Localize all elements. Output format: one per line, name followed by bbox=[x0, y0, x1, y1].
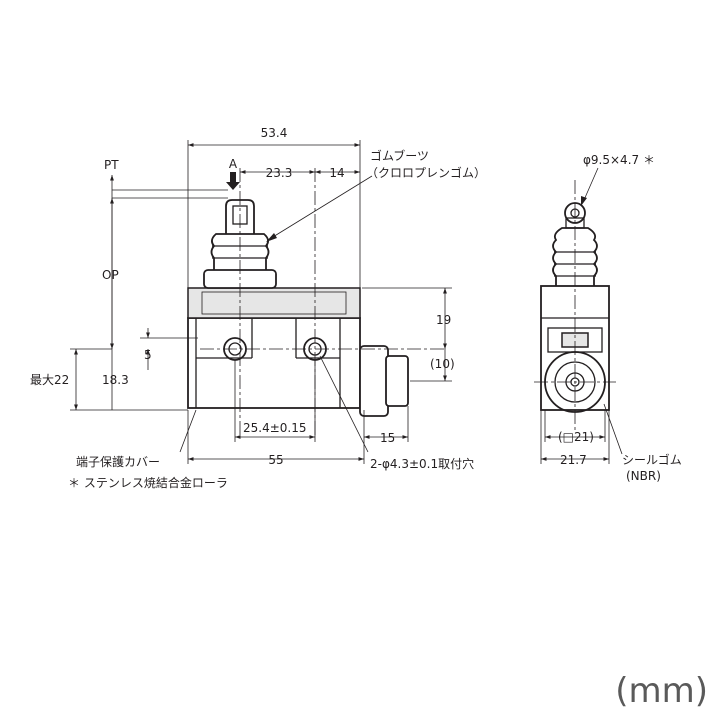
dim-op: OP bbox=[102, 268, 119, 282]
label-boot-line1: ゴムブーツ bbox=[370, 148, 429, 163]
dim-side-width: 21.7 bbox=[560, 453, 587, 467]
dim-a-to-mid: 23.3 bbox=[266, 166, 293, 180]
dim-max-height-value: 18.3 bbox=[102, 373, 129, 387]
dim-square: (□21) bbox=[558, 430, 594, 444]
dim-hole-pitch: 25.4±0.15 bbox=[243, 421, 307, 435]
label-boot-line2: （クロロプレンゴム） bbox=[366, 165, 486, 180]
dimension-texts: 53.4 23.3 14 PT OP A ゴムブーツ （クロロプレンゴム） 19… bbox=[30, 126, 708, 711]
dim-hole-offset: 5 bbox=[144, 348, 152, 362]
unit-label: (mm) bbox=[615, 671, 708, 711]
dim-conduit-length: 15 bbox=[380, 431, 395, 445]
side-view bbox=[534, 167, 623, 464]
dim-total-width: 53.4 bbox=[261, 126, 288, 140]
actuation-arrow-icon bbox=[226, 172, 240, 190]
label-a: A bbox=[229, 157, 238, 171]
dim-mid-gap: 14 bbox=[329, 166, 344, 180]
label-terminal-cover: 端子保護カバー bbox=[76, 454, 160, 469]
label-seal-line1: シールゴム bbox=[622, 452, 682, 467]
dim-roller-spec: φ9.5×4.7 ＊ bbox=[583, 153, 655, 167]
switch-head bbox=[187, 287, 361, 319]
dim-max-height: 最大22 bbox=[30, 373, 69, 387]
front-view bbox=[70, 140, 452, 464]
label-roller-note: ＊ ステンレス焼結合金ローラ bbox=[68, 475, 228, 490]
dim-hole-spec: 2-φ4.3±0.1取付穴 bbox=[370, 456, 474, 471]
dim-ref-10: (10) bbox=[430, 357, 455, 371]
dim-pt: PT bbox=[104, 158, 119, 172]
switch-body bbox=[187, 317, 361, 409]
conduit-outlet bbox=[359, 345, 389, 417]
label-seal-line2: (NBR) bbox=[626, 469, 661, 483]
dim-base-width: 55 bbox=[268, 453, 283, 467]
dim-height-upper: 19 bbox=[436, 313, 451, 327]
